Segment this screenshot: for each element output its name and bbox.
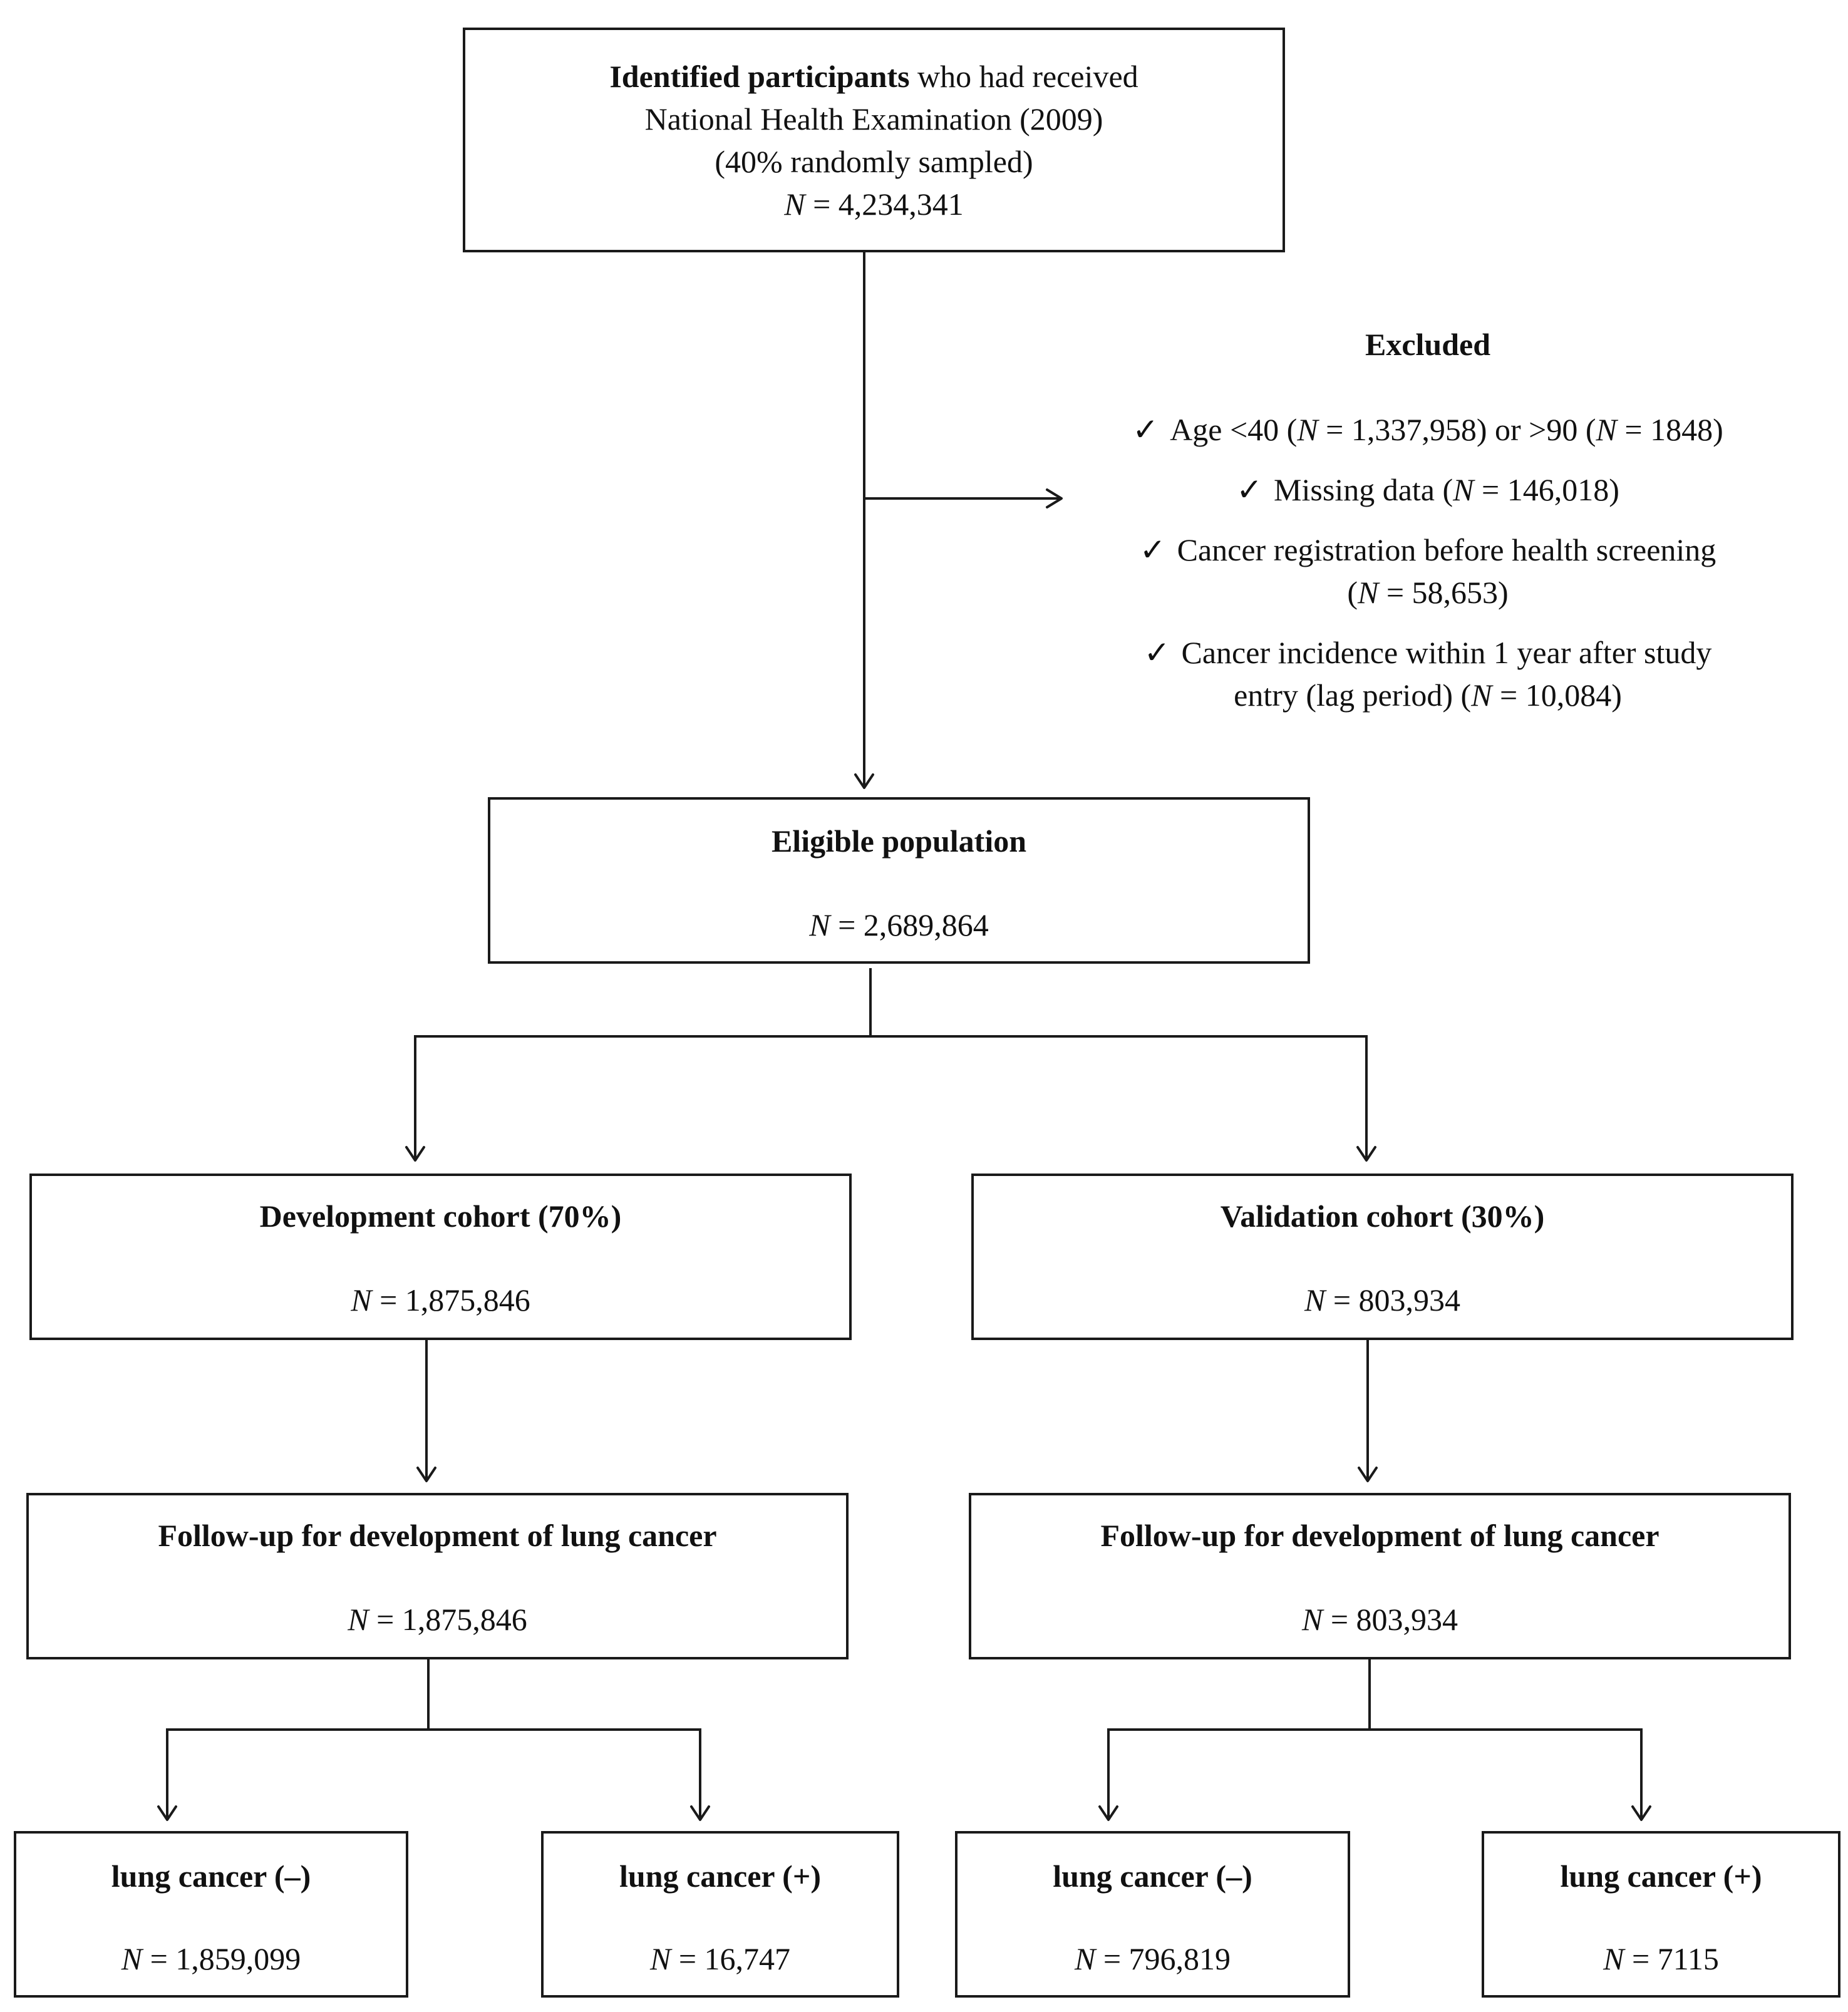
eligible-title: Eligible population [771, 823, 1027, 859]
val-neg-count: N = 796,819 [1074, 1941, 1231, 1976]
dev-pos-count: N = 16,747 [649, 1941, 791, 1976]
validation-cohort-box: Validation cohort (30%) N = 803,934 [971, 1174, 1794, 1340]
excluded-title: Excluded [1365, 327, 1491, 362]
eligible-count: N = 2,689,864 [809, 907, 989, 942]
followup-val-count: N = 803,934 [1301, 1602, 1458, 1637]
followup-val-title: Follow-up for development of lung cancer [1100, 1518, 1660, 1553]
validation-lung-cancer-positive-box: lung cancer (+) N = 7115 [1482, 1831, 1840, 1998]
development-title: Development cohort (70%) [259, 1199, 622, 1234]
excluded-criterion-missing: ✓Missing data (N = 146,018) [1077, 468, 1778, 511]
followup-development-box: Follow-up for development of lung cancer… [26, 1493, 849, 1659]
top-count: N = 4,234,341 [784, 187, 964, 222]
dev-pos-title: lung cancer (+) [619, 1859, 821, 1894]
followup-dev-count: N = 1,875,846 [348, 1602, 527, 1637]
val-neg-title: lung cancer (–) [1053, 1859, 1252, 1894]
top-line-2: National Health Examination (2009) [644, 101, 1103, 137]
arrowhead [157, 1805, 177, 1821]
dev-neg-title: lung cancer (–) [111, 1859, 311, 1894]
top-line-1: Identified participants who had received [609, 59, 1138, 94]
arrowhead [416, 1467, 436, 1482]
excluded-criterion-lag-count: entry (lag period) (N = 10,084) [1234, 678, 1622, 713]
excluded-criterion-lag: ✓Cancer incidence within 1 year after st… [1077, 631, 1778, 674]
arrowhead [1098, 1805, 1118, 1821]
check-icon: ✓ [1132, 412, 1159, 447]
arrowhead [405, 1146, 425, 1162]
excluded-criterion-prior-cancer: ✓Cancer registration before health scree… [1077, 529, 1778, 571]
arrowhead [1356, 1146, 1376, 1162]
arrowhead [1358, 1467, 1378, 1482]
validation-count: N = 803,934 [1304, 1282, 1461, 1318]
arrowhead [854, 773, 874, 789]
excluded-criterion-prior-cancer-count: (N = 58,653) [1347, 575, 1509, 610]
excluded-criterion-age: ✓Age <40 (N = 1,337,958) or >90 (N = 184… [1077, 408, 1778, 451]
arrowhead [690, 1805, 710, 1821]
arrowhead [1631, 1805, 1651, 1821]
followup-validation-box: Follow-up for development of lung cancer… [969, 1493, 1791, 1659]
development-lung-cancer-positive-box: lung cancer (+) N = 16,747 [541, 1831, 899, 1998]
development-lung-cancer-negative-box: lung cancer (–) N = 1,859,099 [14, 1831, 408, 1998]
development-cohort-box: Development cohort (70%) N = 1,875,846 [29, 1174, 852, 1340]
val-pos-title: lung cancer (+) [1560, 1859, 1762, 1894]
check-icon: ✓ [1143, 635, 1170, 670]
top-line-3: (40% randomly sampled) [715, 144, 1033, 179]
arrowhead [1046, 488, 1063, 508]
check-icon: ✓ [1236, 472, 1263, 507]
development-count: N = 1,875,846 [351, 1282, 530, 1318]
identified-participants-box: Identified participants who had received… [463, 28, 1285, 252]
check-icon: ✓ [1139, 532, 1166, 567]
eligible-population-box: Eligible population N = 2,689,864 [488, 797, 1310, 964]
val-pos-count: N = 7115 [1603, 1941, 1719, 1976]
dev-neg-count: N = 1,859,099 [121, 1941, 301, 1976]
followup-dev-title: Follow-up for development of lung cancer [158, 1518, 717, 1553]
validation-title: Validation cohort (30%) [1220, 1199, 1545, 1234]
validation-lung-cancer-negative-box: lung cancer (–) N = 796,819 [955, 1831, 1350, 1998]
